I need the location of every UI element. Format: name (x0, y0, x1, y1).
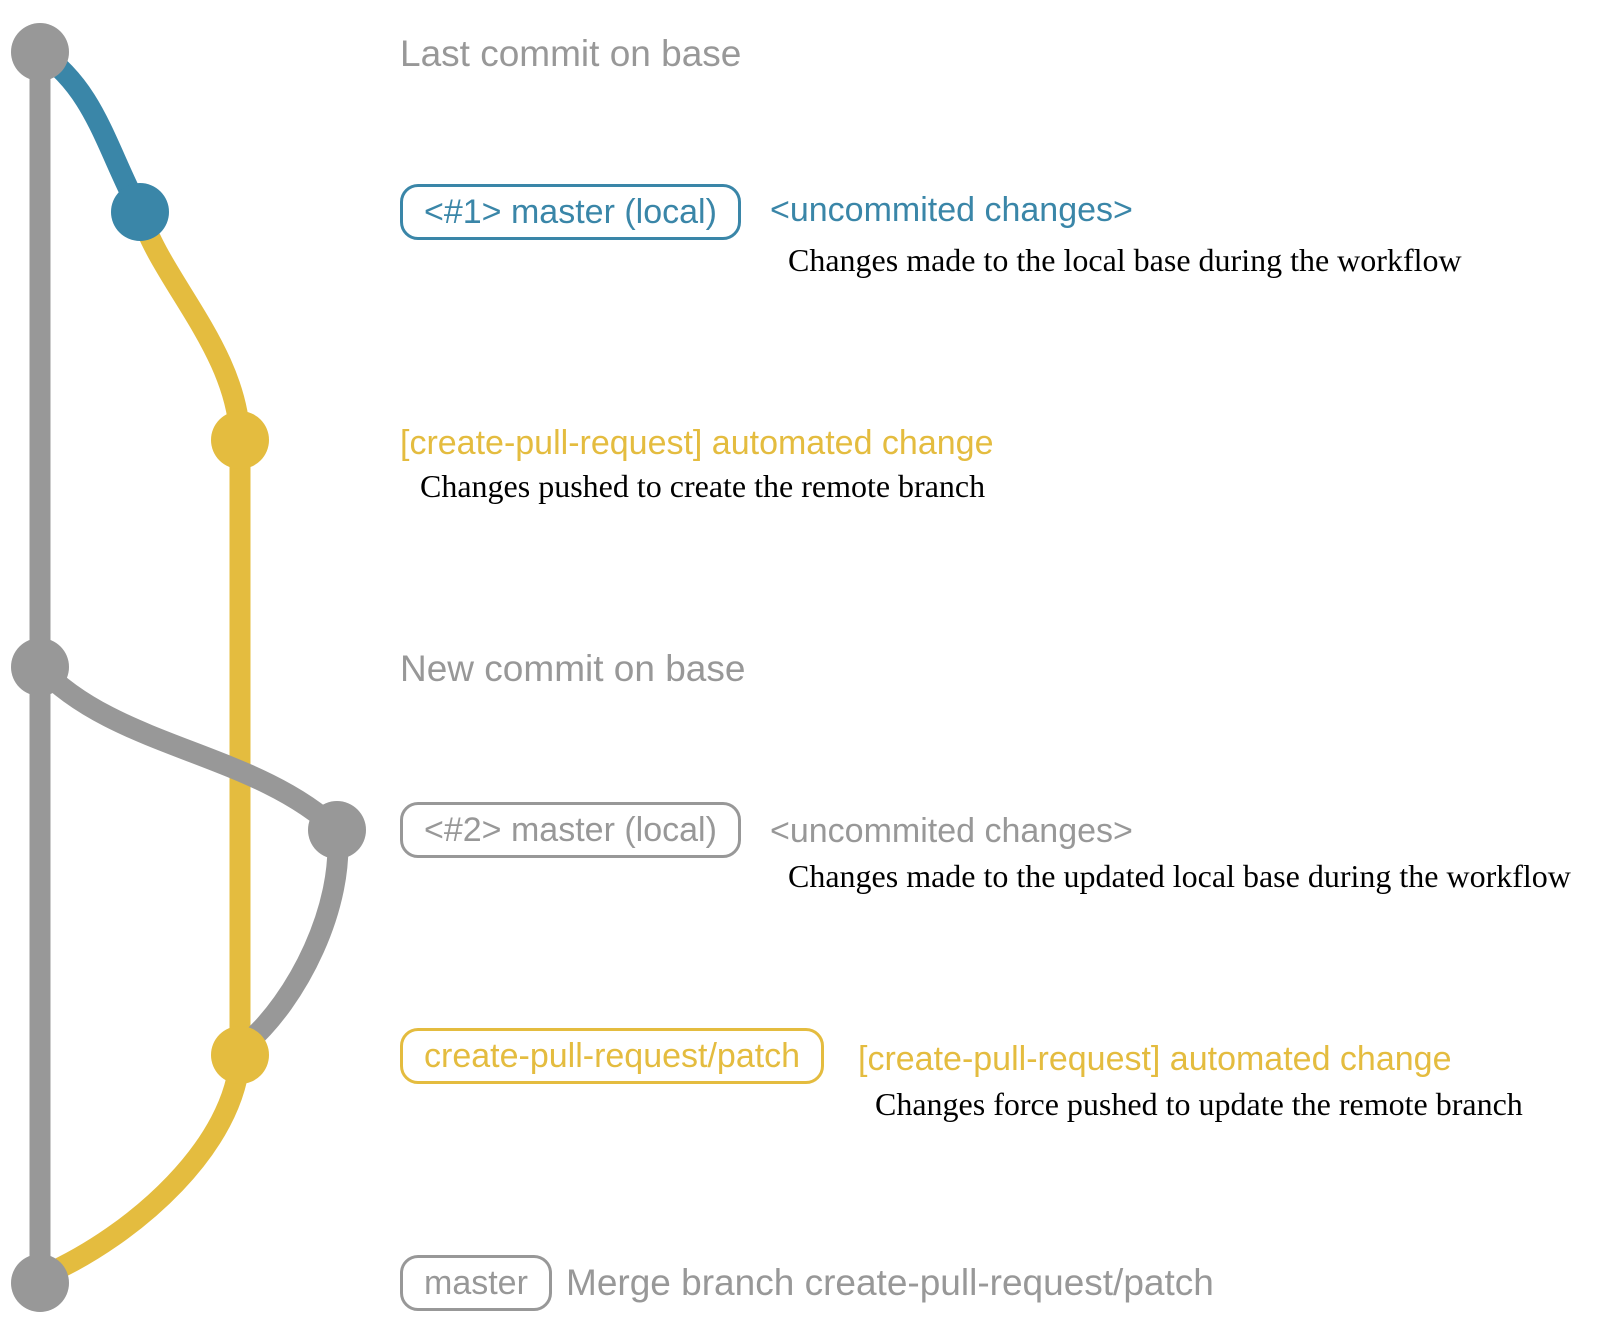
badge-master-local-1: <#1> master (local) (400, 184, 741, 240)
branch-line-patch-merge (40, 1054, 251, 1285)
label-merge-branch-message: Merge branch create-pull-request/patch (566, 1262, 1214, 1303)
title-automated-change-1: [create-pull-request] automated change (400, 424, 994, 462)
commit-dot-new-commit-on-base (11, 638, 69, 696)
label-new-commit-on-base: New commit on base (400, 648, 746, 689)
badge-create-pull-request-patch: create-pull-request/patch (400, 1028, 825, 1084)
commit-dot-last-commit-on-base (11, 23, 69, 81)
desc-local-base-changes-1: Changes made to the local base during th… (788, 242, 1462, 278)
commit-graph (11, 23, 366, 1312)
badge-master: master (400, 1255, 552, 1311)
commit-dot-uncommitted-changes-1 (111, 183, 169, 241)
desc-force-pushed-update-remote-branch: Changes force pushed to update the remot… (875, 1086, 1523, 1122)
commit-dot-merge-commit (11, 1254, 69, 1312)
commit-dot-force-pushed-automated-change (211, 1026, 269, 1084)
branch-line-patch-top (129, 208, 251, 441)
label-last-commit-on-base: Last commit on base (400, 33, 742, 74)
badge-master-local-2: <#2> master (local) (400, 802, 741, 858)
commit-dot-uncommitted-changes-2 (308, 801, 366, 859)
desc-pushed-create-remote-branch: Changes pushed to create the remote bran… (420, 468, 986, 504)
title-automated-change-2: [create-pull-request] automated change (858, 1040, 1452, 1078)
branch-line-local-master-2 (32, 659, 349, 1053)
commit-dot-automated-change (211, 411, 269, 469)
note-uncommited-changes-2: <uncommited changes> (770, 812, 1133, 850)
note-uncommited-changes-1: <uncommited changes> (770, 191, 1133, 229)
desc-updated-local-base-changes: Changes made to the updated local base d… (788, 858, 1571, 894)
